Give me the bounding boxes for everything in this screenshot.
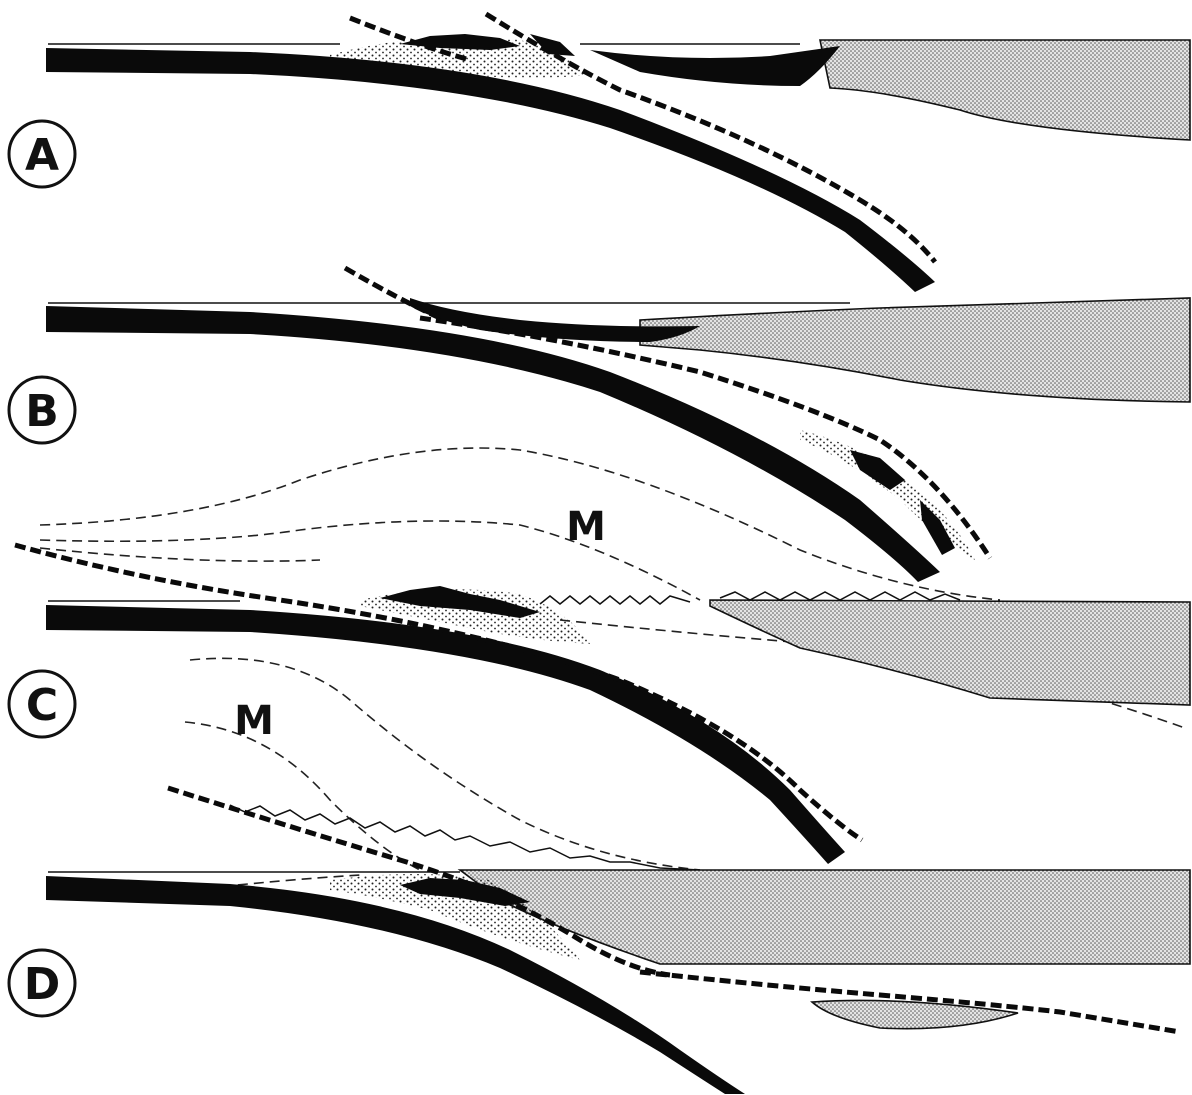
panel-a-continental-block	[820, 40, 1190, 140]
panel-b-continental-block	[640, 298, 1190, 402]
panel-d-deep-lens	[812, 1000, 1018, 1028]
panel-c-continental-block	[710, 600, 1190, 705]
panel-c-label: C	[26, 680, 58, 731]
panel-a: A	[9, 14, 1190, 292]
panel-d-nappe-marker: M	[234, 698, 274, 744]
panel-d: M D	[9, 658, 1190, 1094]
panel-a-forearc-wedge	[590, 46, 840, 86]
panel-d-label: D	[24, 959, 61, 1010]
panel-c-nappe-marker: M	[566, 504, 606, 550]
panel-c-crust-boundary-right	[720, 592, 960, 600]
panel-b-label: B	[25, 386, 59, 437]
panel-c-nappe-base	[40, 548, 320, 561]
panel-c: M C	[9, 448, 1190, 864]
panel-d-crust-boundary	[230, 805, 700, 870]
panel-c-crust-boundary-left	[540, 596, 690, 604]
panel-a-label: A	[25, 130, 59, 181]
panel-d-nappe-outline-lower	[185, 722, 420, 870]
